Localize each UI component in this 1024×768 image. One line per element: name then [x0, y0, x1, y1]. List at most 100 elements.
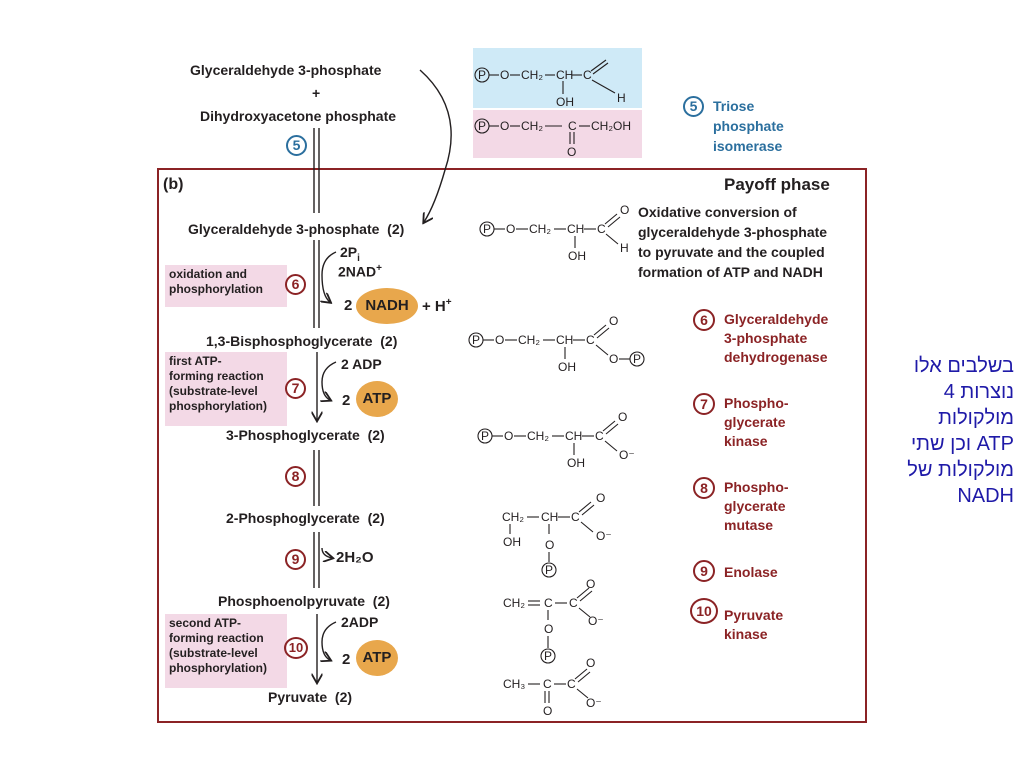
- pi-subscript: i: [357, 252, 360, 264]
- atom-label: OH: [558, 360, 576, 374]
- enzyme-8-number: 8: [693, 477, 715, 499]
- note-line: phosphorylation): [169, 661, 267, 675]
- enzyme-7-name: Phospho- glycerate kinase: [724, 394, 789, 451]
- gap-top-label: Glyceraldehyde 3-phosphate: [190, 62, 382, 78]
- atom-label: C: [568, 119, 577, 133]
- panel-title: Payoff phase: [724, 175, 830, 194]
- atom-label: O: [609, 314, 618, 328]
- structure-2pg: CH₂ CH C OH O P O O⁻: [502, 491, 612, 578]
- step-10-badge: 10: [284, 637, 308, 659]
- hebrew-note: בשלבים אלו נוצרות 4 מולקולות ATP וכן שתי…: [870, 353, 1014, 509]
- atom-label: CH: [556, 333, 573, 347]
- enzyme-5-line: phosphate: [713, 118, 784, 134]
- atom-label: C: [586, 333, 595, 347]
- side-2nad: 2NAD+: [338, 263, 382, 280]
- enzyme-line: glycerate: [724, 498, 786, 514]
- atom-label: OH: [567, 456, 585, 470]
- atom-label: O: [500, 119, 509, 133]
- atom-label: C: [544, 596, 553, 610]
- enzyme-10-name: Pyruvate kinase: [724, 606, 783, 644]
- atom-label: C: [597, 222, 606, 236]
- enzyme-10-number: 10: [690, 598, 718, 624]
- enzyme-9-number: 9: [693, 560, 715, 582]
- hebrew-line: NADH: [957, 485, 1014, 507]
- atom-label: O: [609, 352, 618, 366]
- atom-label: C: [543, 677, 552, 691]
- hebrew-line: מולקולות: [938, 407, 1014, 429]
- enzyme-8-name: Phospho- glycerate mutase: [724, 478, 789, 535]
- atom-label: CH₂OH: [591, 119, 631, 133]
- note-line: first ATP-: [169, 354, 222, 368]
- side-2h2o: 2H₂O: [336, 549, 374, 566]
- note-line: second ATP-: [169, 616, 242, 630]
- atom-label: CH₂: [518, 333, 540, 347]
- atom-label: CH₂: [521, 68, 543, 82]
- atom-label: O⁻: [619, 448, 635, 462]
- atom-label: O: [586, 656, 595, 670]
- structure-gap-top: P O CH₂ CH C OH H: [474, 59, 626, 109]
- nadh-oval: NADH: [356, 288, 418, 324]
- gap-structure-box: [473, 48, 642, 108]
- step-9-badge: 9: [285, 549, 306, 570]
- atp-oval-7: ATP: [356, 381, 398, 417]
- note-line: phosphorylation): [169, 399, 267, 413]
- side-2adp: 2 ADP: [341, 356, 382, 372]
- side-2adp-10: 2ADP: [341, 614, 379, 630]
- atom-label: OH: [503, 535, 521, 549]
- enzyme-line: glycerate: [724, 414, 786, 430]
- step-9-side-arrow: [321, 547, 332, 558]
- step-6-side-arrow: [322, 251, 337, 302]
- note-line: phosphorylation: [169, 282, 263, 296]
- atp-count-7: 2: [342, 392, 351, 409]
- enzyme-5-number: 5: [683, 96, 704, 117]
- structure-gap: P O CH₂ CH C OH O H: [479, 203, 629, 263]
- atom-label: O⁻: [588, 614, 604, 628]
- enzyme-6-number: 6: [693, 309, 715, 331]
- atp-oval-10: ATP: [356, 640, 398, 676]
- step-6-badge: 6: [285, 274, 306, 295]
- metabolite-gap: Glyceraldehyde 3-phosphate (2): [188, 221, 405, 237]
- atom-label: O: [500, 68, 509, 82]
- enzyme-5-name: Triose phosphate isomerase: [713, 96, 784, 156]
- structure-pyruvate: CH₃ C C O O O⁻: [503, 656, 602, 718]
- phase-description: Oxidative conversion of glyceraldehyde 3…: [638, 202, 827, 282]
- note-line: (substrate-level: [169, 384, 258, 398]
- structure-dhap-top: P O CH₂ C CH₂OH O: [474, 118, 631, 159]
- atom-label: O: [545, 538, 554, 552]
- atom-label: CH: [541, 510, 558, 524]
- side-2pi: 2Pi: [340, 244, 360, 264]
- nad-label: 2NAD: [338, 263, 377, 280]
- dhap-structure-box: [473, 110, 642, 158]
- atom-label: OH: [556, 95, 574, 109]
- description-line: Oxidative conversion of: [638, 204, 797, 220]
- atom-label: O: [620, 203, 629, 217]
- atom-label: CH₂: [502, 510, 524, 524]
- enzyme-line: Glyceraldehyde: [724, 311, 829, 327]
- enzyme-7-number: 7: [693, 393, 715, 415]
- atom-label: P: [544, 649, 552, 663]
- description-line: to pyruvate and the coupled: [638, 244, 825, 260]
- metabolite-2pg: 2-Phosphoglycerate (2): [226, 510, 385, 526]
- enzyme-line: kinase: [724, 433, 768, 449]
- atom-label: O: [567, 145, 576, 159]
- step-7-side-arrow: [322, 361, 337, 400]
- hebrew-line: מולקולות של: [907, 459, 1014, 481]
- payoff-phase-frame: [157, 168, 867, 723]
- step-5-badge: 5: [286, 135, 307, 156]
- enzyme-line: mutase: [724, 517, 774, 533]
- enzyme-line: Phospho-: [724, 395, 789, 411]
- atom-label: O: [543, 704, 552, 718]
- metabolite-pyruvate: Pyruvate (2): [268, 689, 353, 705]
- structure-pep: CH₂ C C O P O O⁻: [503, 577, 604, 664]
- dhap-label: Dihydroxyacetone phosphate: [200, 108, 397, 124]
- atom-label: C: [571, 510, 580, 524]
- atom-label: O: [596, 491, 605, 505]
- hebrew-line: בשלבים אלו: [913, 355, 1014, 377]
- hebrew-line: נוצרות 4: [943, 381, 1014, 403]
- note-step-10: second ATP- forming reaction (substrate-…: [165, 614, 287, 688]
- note-line: forming reaction: [169, 369, 264, 383]
- nadh-count: 2: [344, 297, 353, 314]
- atom-label: O: [586, 577, 595, 591]
- atom-label: O: [618, 410, 627, 424]
